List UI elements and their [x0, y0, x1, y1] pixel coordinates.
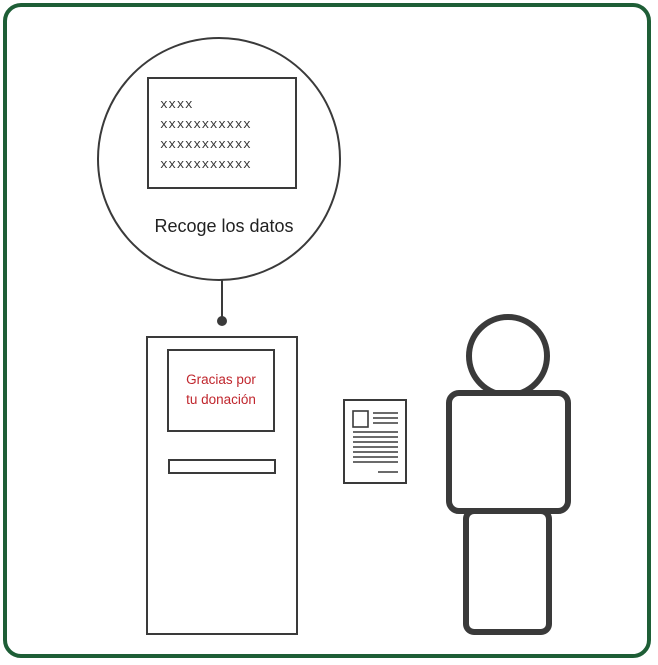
- callout-caption: Recoge los datos: [154, 216, 293, 236]
- connector-dot: [217, 316, 227, 326]
- document-line: xxxx: [160, 97, 193, 112]
- document-line: xxxxxxxxxxx: [160, 117, 251, 132]
- document-line: xxxxxxxxxxx: [160, 137, 251, 152]
- card-slot: [168, 459, 276, 474]
- screen-text-line: tu donación: [186, 392, 256, 407]
- receipt-icon: [343, 399, 407, 484]
- donation-kiosk: Gracias por tu donación: [146, 336, 298, 635]
- zoom-callout: xxxx xxxxxxxxxxx xxxxxxxxxxx xxxxxxxxxxx…: [97, 37, 341, 281]
- person-icon: [446, 314, 571, 635]
- kiosk-screen: [167, 349, 275, 432]
- document-line: xxxxxxxxxxx: [160, 157, 251, 172]
- screen-text-line: Gracias por: [186, 372, 256, 387]
- data-document: [147, 77, 297, 189]
